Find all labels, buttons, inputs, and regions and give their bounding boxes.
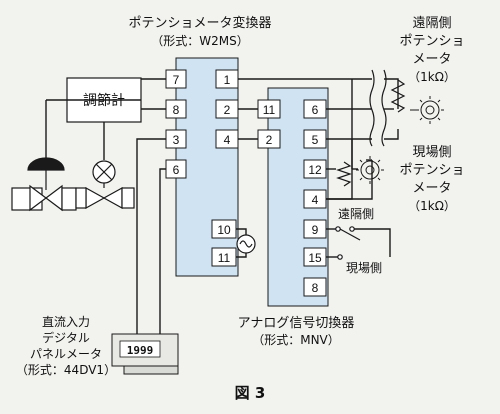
svg-text:4: 4 [312,193,319,207]
local-pot-line1: 現場側 [412,145,451,160]
meter-line4: （形式：44DV1） [16,363,116,377]
switch-remote-label: 遠隔側 [338,207,374,221]
svg-text:15: 15 [308,251,322,265]
terminal-sw-15: 15 [303,247,327,267]
terminal-conv-3: 3 [165,129,187,149]
remote-pot-resistor [390,79,406,113]
panel-meter-icon: 1999 [111,333,179,375]
svg-text:9: 9 [312,223,319,237]
terminal-conv-1: 1 [215,69,239,89]
svg-text:7: 7 [173,73,180,87]
local-pot-line4: （1kΩ） [408,199,456,213]
meter-display: 1999 [127,344,154,357]
svg-text:6: 6 [312,103,319,117]
terminal-conv-11: 11 [211,247,237,267]
ac-source-icon [236,234,256,254]
svg-text:12: 12 [308,163,322,177]
svg-text:8: 8 [173,103,180,117]
local-pot-line3: メータ [412,181,451,196]
switcher-title: アナログ信号切換器 [238,316,355,331]
terminal-sw-12: 12 [303,159,327,179]
line-break-marks [369,69,387,147]
terminal-conv-6: 6 [165,159,187,179]
svg-text:11: 11 [218,251,231,265]
wires [45,78,399,343]
svg-text:6: 6 [173,163,180,177]
converter-title: ポテンショメータ変換器 [128,15,271,31]
remote-pot-line3: メータ [412,52,451,67]
svg-text:4: 4 [224,133,231,147]
svg-text:5: 5 [312,133,319,147]
terminal-conv-8: 8 [165,99,187,119]
svg-text:11: 11 [263,103,276,117]
figure-caption: 図 3 [235,384,266,402]
terminal-sw-5: 5 [303,129,327,149]
svg-text:8: 8 [312,281,319,295]
svg-text:10: 10 [217,223,231,237]
terminal-sw-2: 2 [257,129,281,149]
svg-text:3: 3 [173,133,180,147]
selector-switch-icon [335,226,361,260]
local-knob-icon [356,156,384,184]
remote-pot-line4: （1kΩ） [408,70,456,84]
terminal-conv-2: 2 [215,99,239,119]
terminal-sw-6: 6 [303,99,327,119]
meter-line3: パネルメータ [30,347,102,361]
meter-line2: デジタル [42,330,90,345]
control-valve-icon [11,157,77,212]
terminal-sw-8: 8 [303,277,327,297]
svg-text:2: 2 [224,103,231,117]
switcher-model: （形式：MNV） [252,333,340,347]
terminal-sw-4: 4 [303,189,327,209]
local-pot-resistor [336,161,352,187]
terminal-sw-9: 9 [303,219,327,239]
meter-line1: 直流入力 [42,315,90,329]
terminal-conv-4: 4 [215,129,239,149]
positioner-icon [75,160,135,210]
svg-text:2: 2 [266,133,273,147]
svg-text:1: 1 [224,73,231,87]
terminal-sw-11: 11 [257,99,281,119]
remote-knob-icon [410,96,444,124]
remote-pot-line2: ポテンショ [399,34,464,49]
local-pot-line2: ポテンショ [399,163,464,178]
converter-model: （形式：W2MS） [151,34,248,48]
switch-local-label: 現場側 [346,261,382,275]
terminal-conv-10: 10 [211,219,237,239]
remote-pot-line1: 遠隔側 [412,16,451,31]
terminal-conv-7: 7 [165,69,187,89]
